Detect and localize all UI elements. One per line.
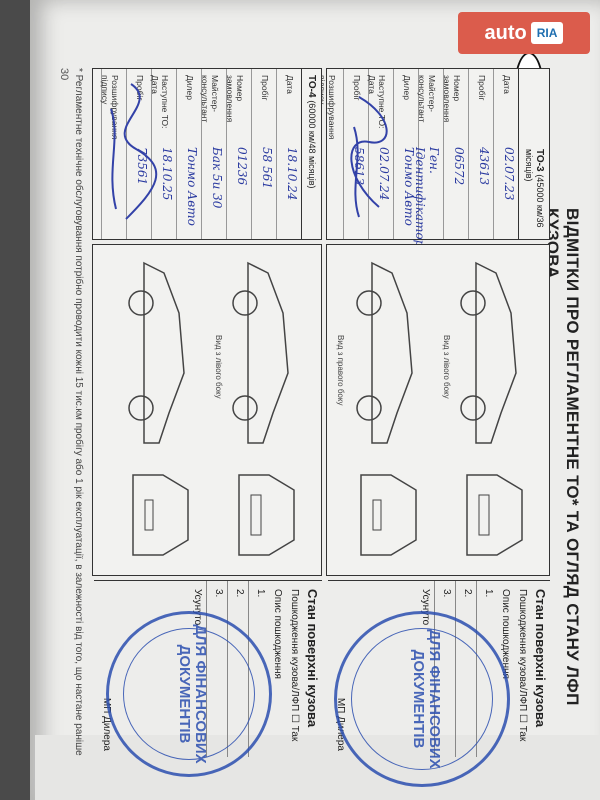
form-field: Пробіг 58 561	[251, 69, 276, 239]
field-value: Тонмо Авто	[402, 147, 416, 226]
field-label: Пробіг	[477, 75, 487, 101]
field-label: Дата	[502, 75, 512, 94]
form-title: ТО-3	[534, 149, 545, 172]
view-label-left: Вид з лівого боку	[442, 335, 451, 399]
footnote: * Регламентне технічне обслуговування по…	[73, 68, 84, 756]
autoria-watermark: auto RIA	[458, 12, 590, 54]
form-subtitle: (60000 км/48 місяців)	[307, 100, 317, 189]
form-field: Номер замовлення 06572	[442, 69, 468, 239]
damage-line: Пошкодження кузова/ЛФП ☐ Так	[289, 589, 300, 742]
field-label: Майстер-консультант	[417, 75, 437, 123]
watermark-brand: auto	[484, 21, 527, 44]
form-field: Дата 02.07.23	[493, 69, 518, 239]
dealer-stamp: ДЛЯ ФІНАНСОВИХ ДОКУМЕНТІВ	[106, 611, 272, 777]
car-right-side-drawing	[128, 261, 185, 444]
field-label: Пробіг	[260, 75, 270, 101]
view-label-left: Вид з лівого боку	[214, 335, 223, 399]
surface-condition-top: Стан поверхні кузова Пошкодження кузова/…	[328, 580, 550, 787]
surface-title: Стан поверхні кузова	[533, 589, 548, 728]
desc-label: Опис пошкодження	[272, 589, 283, 679]
handwritten-signature	[110, 83, 158, 220]
handwritten-signature	[350, 96, 388, 218]
field-label: Дилер	[402, 75, 412, 100]
field-value: Тонмо Авто	[185, 147, 199, 226]
dealer-stamp: ДЛЯ ФІНАНСОВИХ ДОКУМЕНТІВ	[334, 611, 510, 787]
stamp-text: ДЛЯ ФІНАНСОВИХ ДОКУМЕНТІВ	[176, 624, 210, 764]
yes-label: Так	[517, 725, 528, 742]
yes-label: Так	[289, 725, 300, 742]
field-label: Дата	[285, 75, 295, 94]
watermark-badge: RIA	[530, 22, 564, 44]
car-left-side-drawing	[232, 261, 289, 444]
form-field: Пробіг 43613	[468, 69, 493, 239]
field-label: Номер замовлення	[225, 75, 245, 123]
stamp-text: ДЛЯ ФІНАНСОВИХ ДОКУМЕНТІВ	[410, 629, 444, 769]
field-label: Дилер	[185, 75, 195, 100]
view-label-right: Вид з правого боку	[336, 335, 345, 406]
field-label: Майстер-консультант	[200, 75, 220, 123]
car-rear-drawing	[360, 474, 417, 556]
next-page-edge	[35, 735, 600, 800]
page-number: 30	[58, 68, 70, 81]
field-value: 18.10.25	[160, 147, 174, 201]
field-value: 58 561	[260, 147, 274, 189]
field-value: 01236	[235, 147, 249, 186]
car-diagram-top: Вид з лівого боку Вид з правого боку	[326, 244, 550, 576]
field-value: 18.10.24	[285, 147, 299, 201]
form-header: ТО-3 (45000 км/36 місяців)	[518, 69, 549, 239]
form-header: ТО-4 (60000 км/48 місяців)	[301, 69, 321, 239]
surface-title: Стан поверхні кузова	[305, 589, 320, 728]
car-diagram-bottom: Вид з лівого боку	[92, 244, 322, 576]
car-left-side-drawing	[460, 261, 517, 444]
field-label: Номер замовлення	[442, 75, 462, 123]
car-right-side-drawing	[356, 261, 413, 444]
form-field: Номер замовлення 01236	[225, 69, 251, 239]
form-field: Дата 18.10.24	[276, 69, 301, 239]
car-front-drawing	[238, 474, 295, 556]
surface-condition-bottom: Стан поверхні кузова Пошкодження кузова/…	[94, 580, 322, 777]
car-rear-drawing	[132, 474, 189, 556]
damage-label: Пошкодження кузова/ЛФП	[289, 589, 300, 712]
service-record-sheet: ВІДМІТКИ ПРО РЕГЛАМЕНТНЕ ТО* ТА ОГЛЯД СТ…	[28, 8, 588, 787]
car-front-drawing	[466, 474, 523, 556]
form-title: ТО-4	[306, 75, 317, 98]
field-value: 02.07.23	[502, 147, 516, 201]
field-value: 06572	[452, 147, 466, 186]
damage-line: Пошкодження кузова/ЛФП ☐ Так	[517, 589, 528, 742]
damage-label: Пошкодження кузова/ЛФП	[517, 589, 528, 712]
field-value: Бак 5и 30	[210, 147, 224, 209]
field-value: 43613	[477, 147, 491, 186]
